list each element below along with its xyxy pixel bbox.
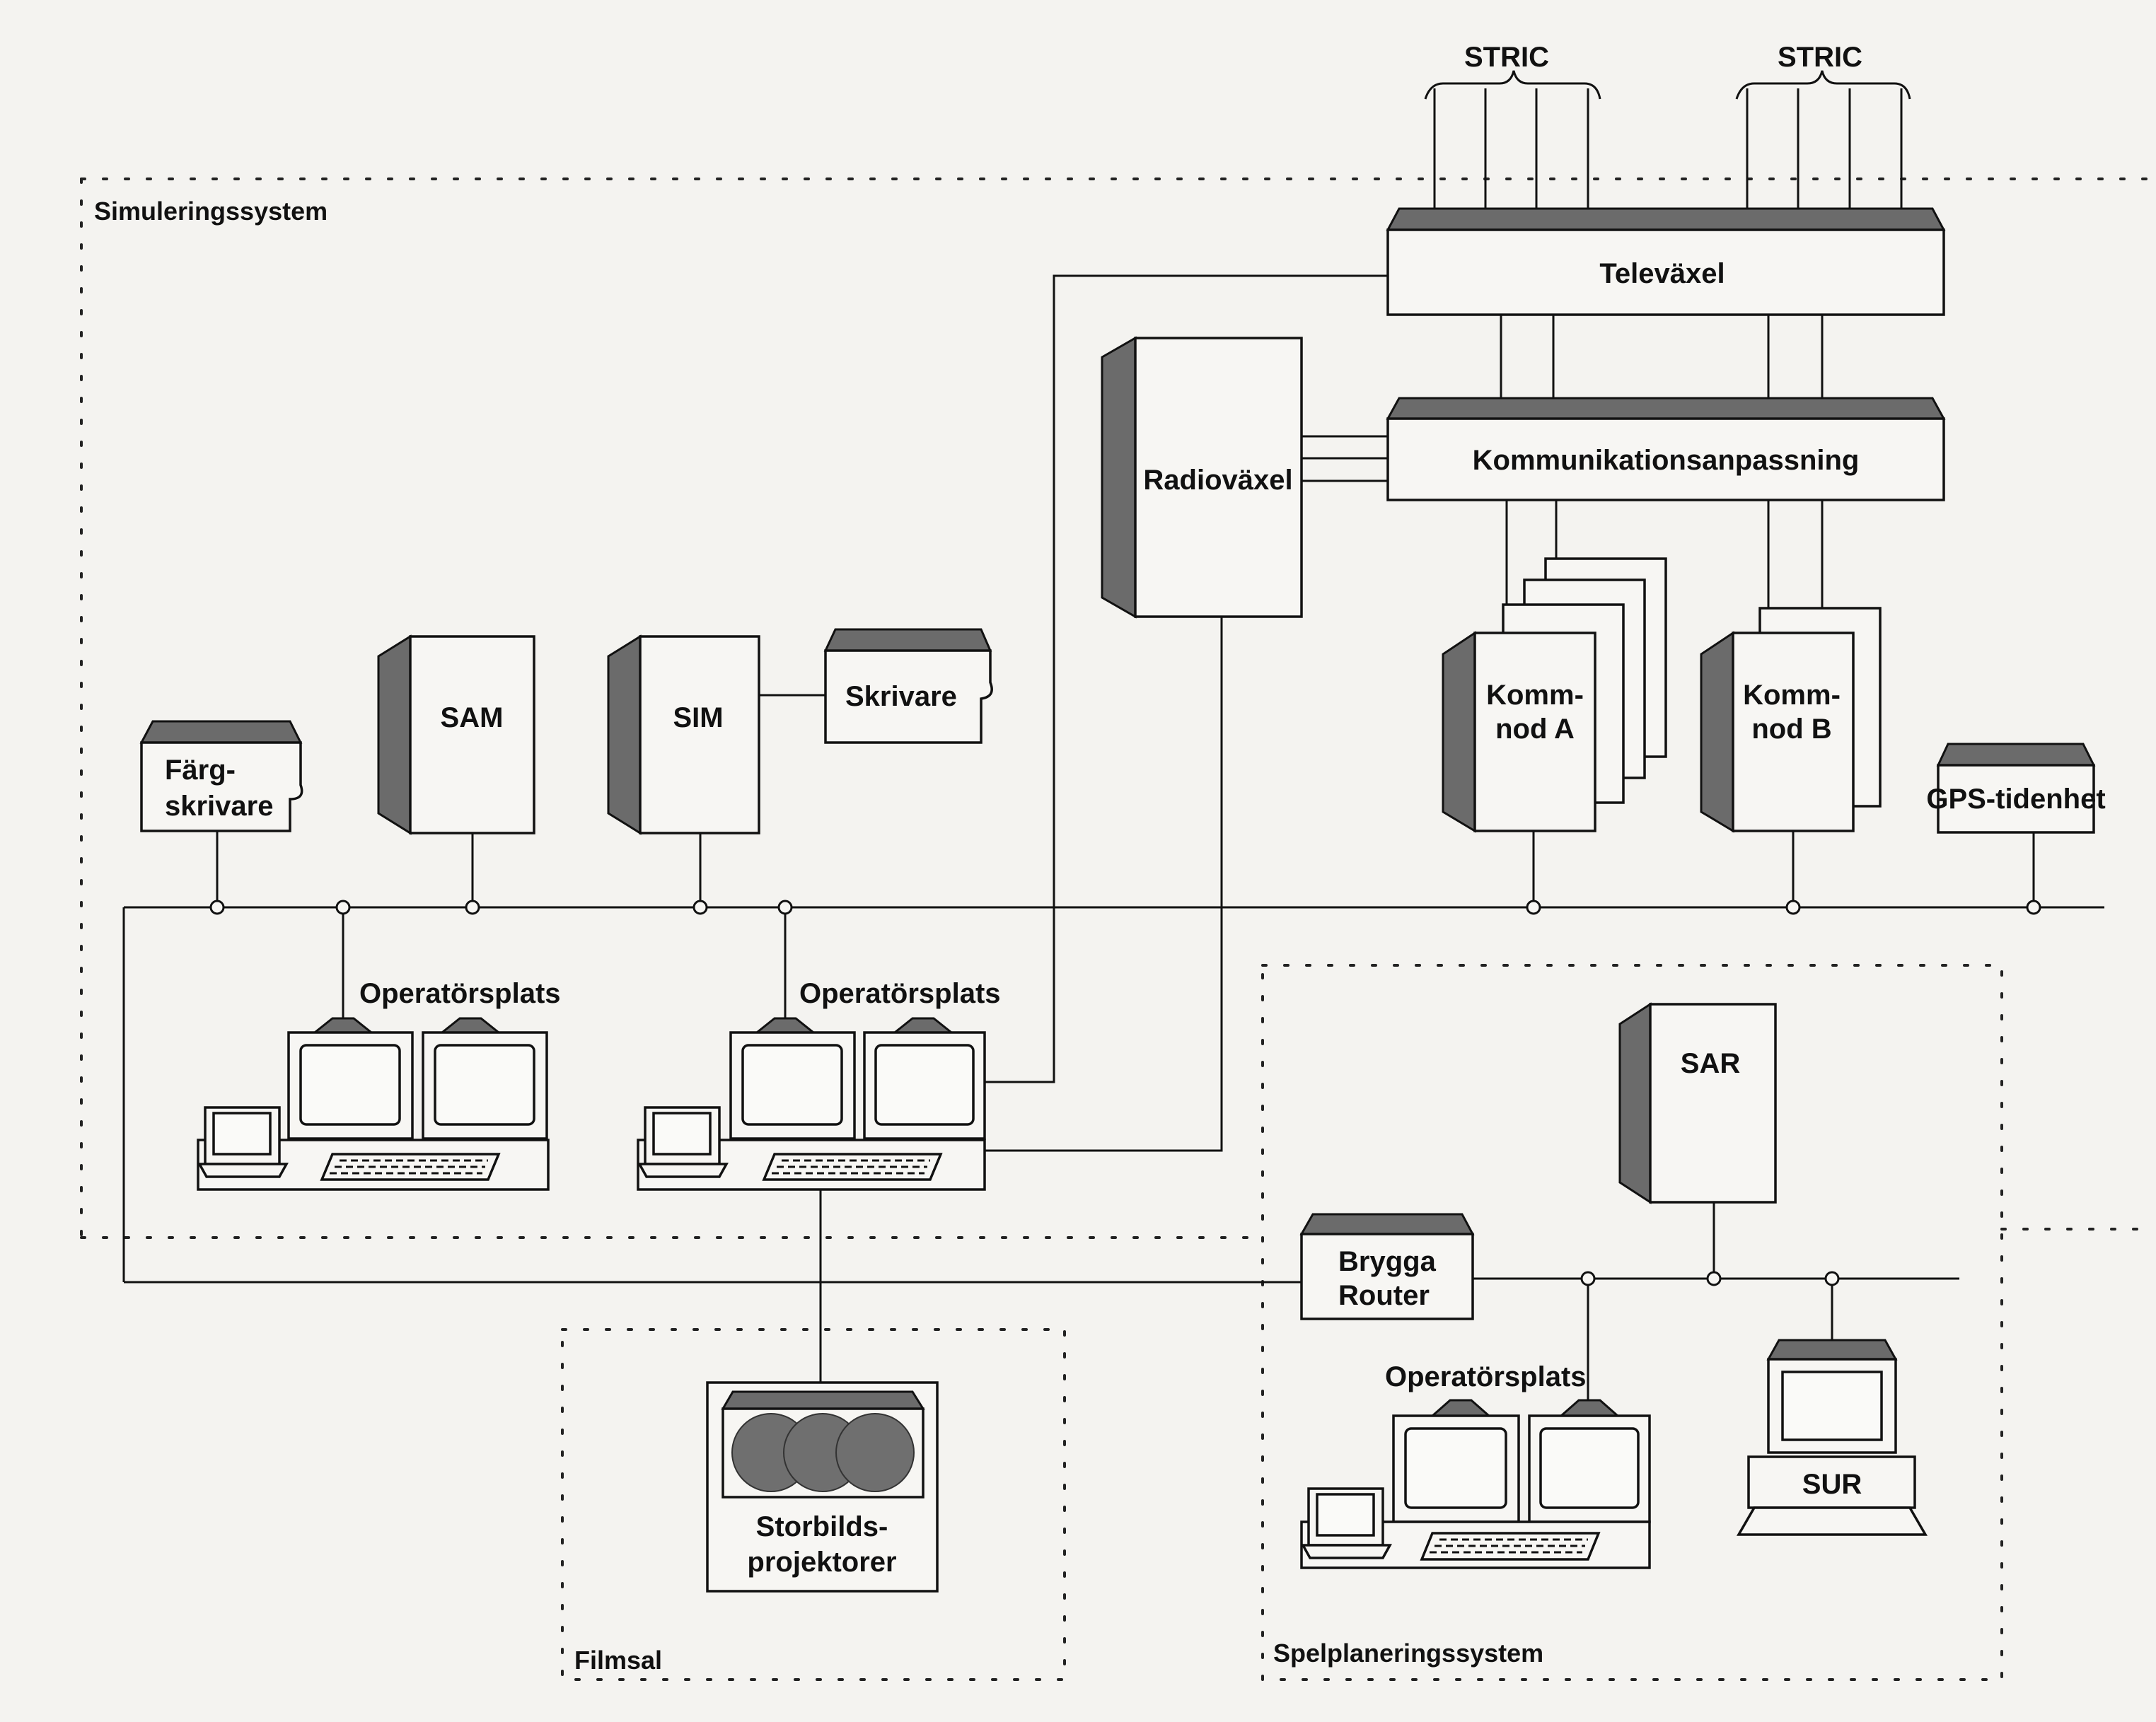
stric-right-connector: [1735, 70, 1911, 212]
comm-node-a-label-line2: nod A: [1495, 714, 1575, 745]
bus-connection-points: [209, 900, 2041, 1286]
communication-adapter: [1386, 397, 1946, 501]
sam-label: SAM: [441, 702, 504, 733]
simulation-region-label: Simuleringssystem: [94, 197, 328, 226]
projectors-label-line2: projektorer: [747, 1547, 896, 1578]
color-printer-label-line1: Färg-: [165, 755, 236, 786]
sar-server: [1618, 1002, 1777, 1204]
game-planning-region-border: [1261, 964, 2003, 1681]
operator-station-2-label: Operatörsplats: [799, 978, 1001, 1009]
sar-label: SAR: [1681, 1048, 1741, 1079]
operator-station-1-label: Operatörsplats: [359, 978, 561, 1009]
operator-station-2: [637, 1017, 986, 1191]
cinema-region-label: Filmsal: [574, 1646, 662, 1675]
printer: [823, 628, 993, 744]
sur-workstation: [1736, 1339, 1928, 1536]
operator-station-3-label: Operatörsplats: [1385, 1361, 1587, 1392]
radio-exchange: [1101, 336, 1303, 619]
game-planning-region-label: Spelplaneringssystem: [1273, 1639, 1543, 1668]
color-printer: [139, 720, 303, 832]
communication-adapter-label: Kommunikationsanpassning: [1473, 445, 1860, 476]
gps-time-unit: [1936, 743, 2096, 834]
sim-label: SIM: [673, 702, 723, 733]
stric-right-label: STRIC: [1778, 42, 1862, 73]
large-screen-projectors: [706, 1381, 939, 1593]
color-printer-label-line2: skrivare: [165, 791, 273, 822]
sim-server: [607, 634, 760, 835]
bridge-router-label-line1: Brygga: [1338, 1246, 1437, 1277]
sam-server: [377, 634, 535, 835]
comm-node-a: [1442, 557, 1667, 833]
gps-time-unit-label: GPS-tidenhet: [1926, 784, 2105, 815]
radio-exchange-label: Radioväxel: [1143, 465, 1292, 496]
stric-left-connector: [1424, 70, 1601, 212]
sur-label: SUR: [1802, 1469, 1862, 1500]
stric-left-label: STRIC: [1464, 42, 1549, 73]
bridge-router: [1299, 1213, 1475, 1320]
comm-node-b-label-line2: nod B: [1751, 714, 1831, 745]
telephone-exchange: [1386, 207, 1946, 316]
printer-label: Skrivare: [845, 681, 957, 712]
comm-node-b-label-line1: Komm-: [1743, 680, 1841, 711]
projectors-label-line1: Storbilds-: [756, 1511, 888, 1542]
operator-station-3: [1300, 1399, 1651, 1569]
bridge-router-label-line2: Router: [1338, 1280, 1430, 1311]
simulation-region-border: [80, 178, 2152, 1239]
telephone-exchange-label: Televäxel: [1599, 258, 1725, 289]
operator-station-1: [197, 1017, 550, 1191]
comm-node-a-label-line1: Komm-: [1486, 680, 1584, 711]
